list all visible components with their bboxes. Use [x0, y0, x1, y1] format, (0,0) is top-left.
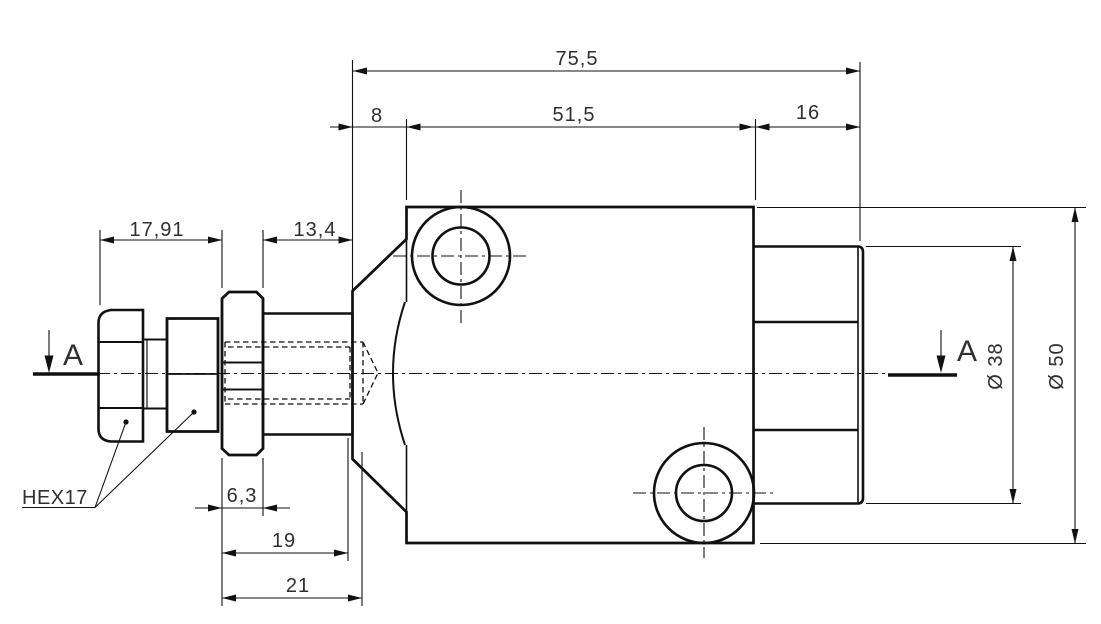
- counterbore-circle: [652, 441, 756, 545]
- front-hex-flats: [98, 341, 143, 409]
- bore-circle: [674, 463, 734, 523]
- locknut-flats: [222, 361, 263, 391]
- hex17-callout: HEX17: [22, 487, 88, 509]
- cutting-plane-segments: [33, 372, 957, 377]
- leader-dot-front-hex: [123, 419, 129, 425]
- dim-spigot-length: 16: [796, 102, 820, 124]
- front-hex-head: [97, 308, 145, 443]
- dim-stud-length: 13,4: [294, 219, 337, 241]
- locknut-outline: [220, 290, 265, 457]
- dimension-arrowheads: [44, 67, 1079, 602]
- dim-port-boss-length: 8: [371, 105, 383, 127]
- section-cut-markers: [33, 372, 957, 377]
- dimension-lines: [100, 70, 1076, 599]
- bore-circle: [431, 226, 491, 286]
- extension-lines: [99, 60, 1086, 606]
- rear-hex-body: [165, 317, 220, 433]
- port-boss-blend-arc: [392, 301, 406, 446]
- spigot-section: [753, 245, 865, 505]
- dim-overall-length: 75,5: [556, 48, 599, 70]
- dim-spigot-diameter: Ø 38: [985, 342, 1007, 389]
- arrowheads-path: [44, 67, 1079, 602]
- hex17-leader-lines: [22, 330, 942, 509]
- dim-body-length: 51,5: [553, 104, 596, 126]
- dimension-texts: 75,5 8 51,5 16 17,91 13,4 6,3 19 21 Ø 38…: [129, 48, 1068, 597]
- dim-locknut-width: 6,3: [227, 485, 258, 507]
- annotation-texts: HEX17 A A: [22, 335, 977, 509]
- hidden-bore-path: [224, 341, 379, 405]
- hex-fitting-assembly: [97, 290, 354, 457]
- dim-body-diameter: Ø 50: [1046, 342, 1068, 389]
- valve-body: [351, 205, 755, 545]
- threaded-stud: [261, 312, 354, 436]
- section-label-right: A: [957, 335, 977, 368]
- counterbore-circle: [410, 205, 512, 307]
- leader-dot-rear-hex: [191, 409, 197, 415]
- dim-thread-length: 19: [272, 530, 296, 552]
- mounting-hole-bottom: [652, 441, 756, 545]
- dim-bore-depth: 21: [286, 575, 310, 597]
- centerlines: [97, 190, 888, 558]
- mounting-hole-top: [410, 205, 512, 307]
- extension-and-dimension-lines: [22, 60, 1086, 606]
- spigot-outline: [753, 245, 865, 505]
- dim-hex-stack-length: 17,91: [129, 219, 184, 241]
- axis-centerline: [97, 190, 888, 558]
- hidden-bore-lines: [224, 341, 379, 405]
- section-label-left: A: [63, 339, 83, 372]
